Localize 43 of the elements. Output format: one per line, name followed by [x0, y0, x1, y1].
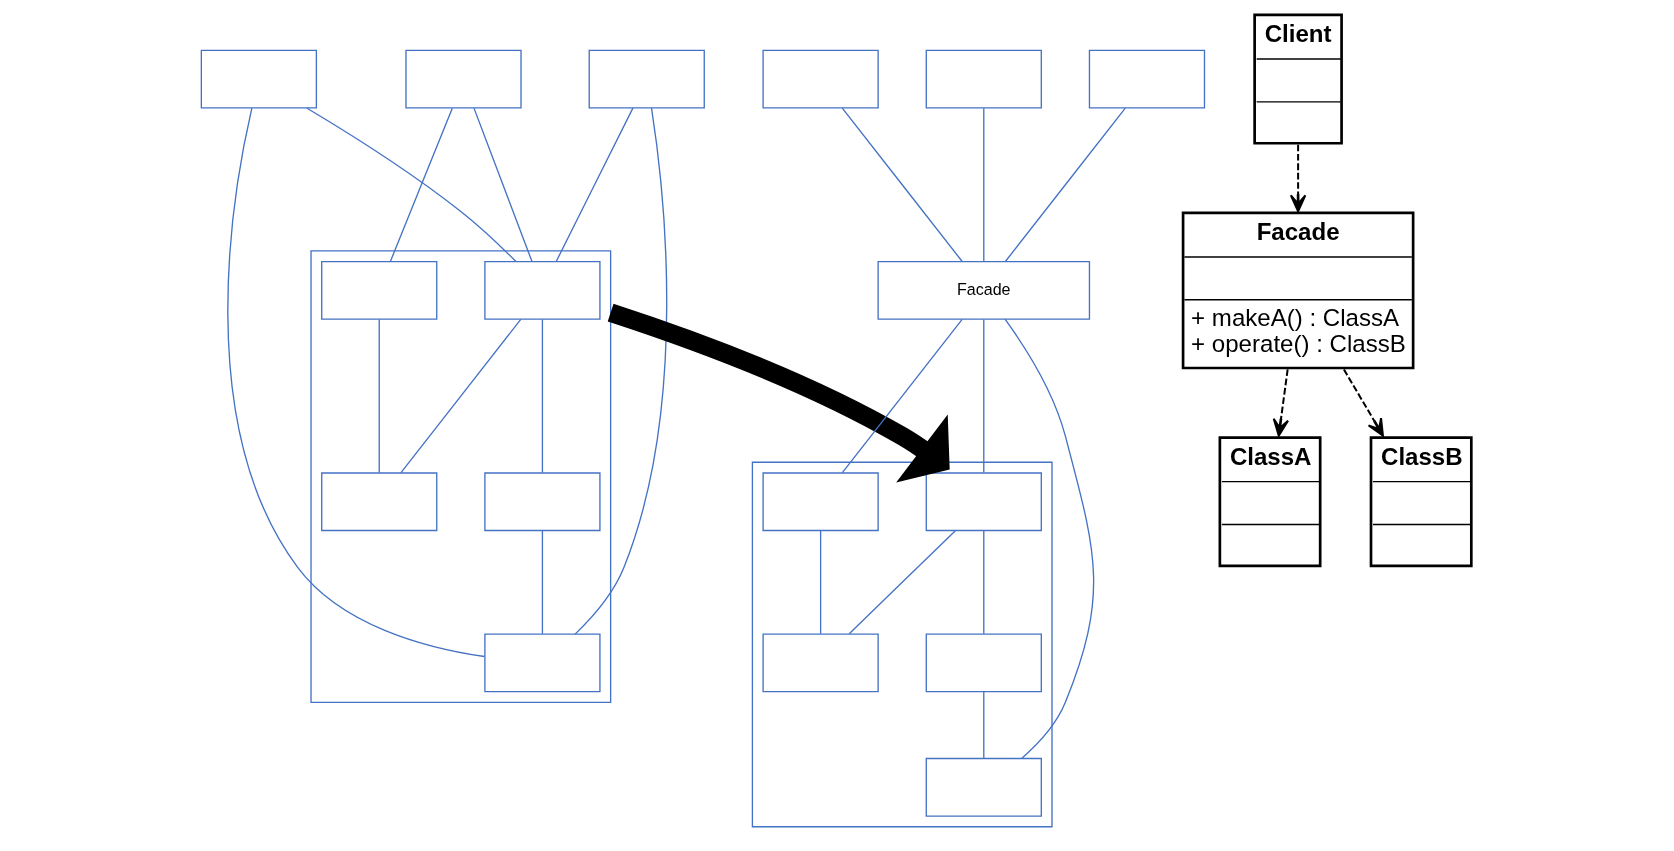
connector: [574, 107, 668, 635]
node-box: [484, 633, 601, 693]
connector: [541, 318, 544, 474]
node-box: [200, 49, 318, 109]
cluster: [751, 461, 1053, 828]
connector: [983, 530, 985, 635]
connector: [400, 318, 522, 474]
connector: [473, 107, 533, 262]
arrow: [1272, 369, 1290, 437]
connector: [1004, 318, 1095, 759]
node-box: [484, 472, 601, 532]
node-box: [925, 757, 1042, 817]
node-box: [321, 261, 438, 320]
arrow: [1343, 368, 1384, 437]
cluster: [310, 250, 612, 704]
node-box: [925, 472, 1042, 532]
node-box: [405, 49, 522, 109]
node-box: [321, 472, 438, 532]
connector: [378, 318, 380, 474]
node-box: [762, 472, 879, 532]
node-box: [588, 49, 705, 109]
connector: [389, 107, 453, 262]
arrow: [1289, 144, 1307, 213]
node-box: [484, 261, 601, 320]
node-box: [762, 633, 879, 693]
connector: [1004, 107, 1126, 262]
connector: [555, 107, 634, 262]
connector: [983, 318, 985, 474]
connector: [983, 107, 985, 262]
connector: [541, 530, 544, 635]
connector: [306, 107, 517, 263]
connector: [841, 318, 963, 474]
node-box: [1088, 49, 1206, 109]
node-box: [925, 49, 1042, 109]
connector: [841, 107, 963, 262]
connector: [227, 107, 486, 658]
node-box: [762, 49, 879, 109]
node-box: Facade: [877, 261, 1091, 320]
connector: [819, 530, 822, 635]
node-box: [925, 633, 1042, 693]
connector: [848, 530, 957, 635]
connector: [983, 691, 985, 760]
arrow: [607, 303, 950, 483]
